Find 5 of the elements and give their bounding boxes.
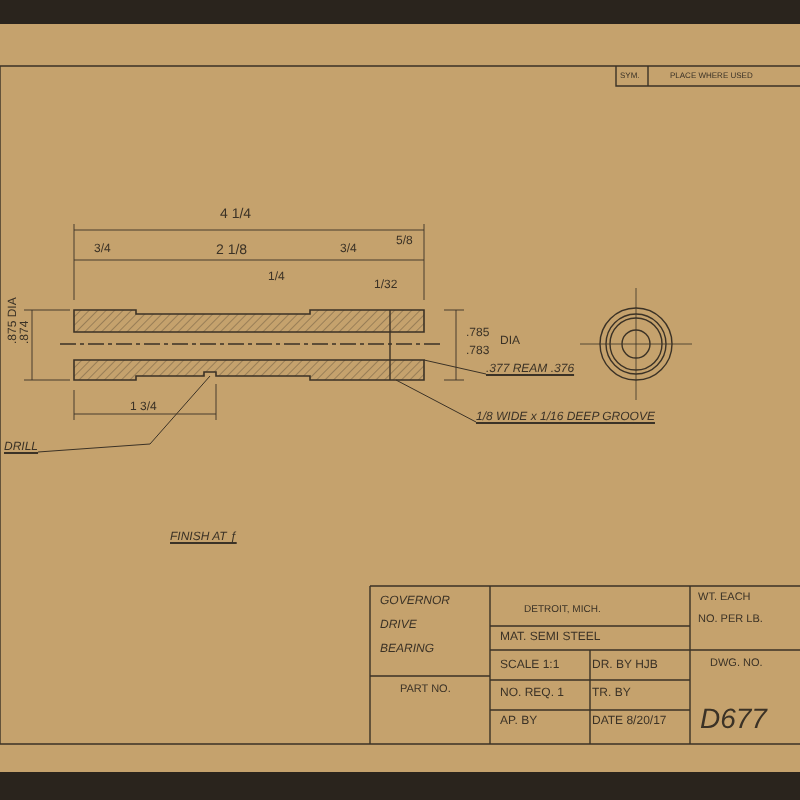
leader-line (37, 375, 211, 453)
title-block-text: D677 (700, 704, 767, 732)
shaft-section-drawing (59, 309, 441, 381)
leader-line (423, 359, 487, 375)
leader-line (395, 379, 477, 423)
